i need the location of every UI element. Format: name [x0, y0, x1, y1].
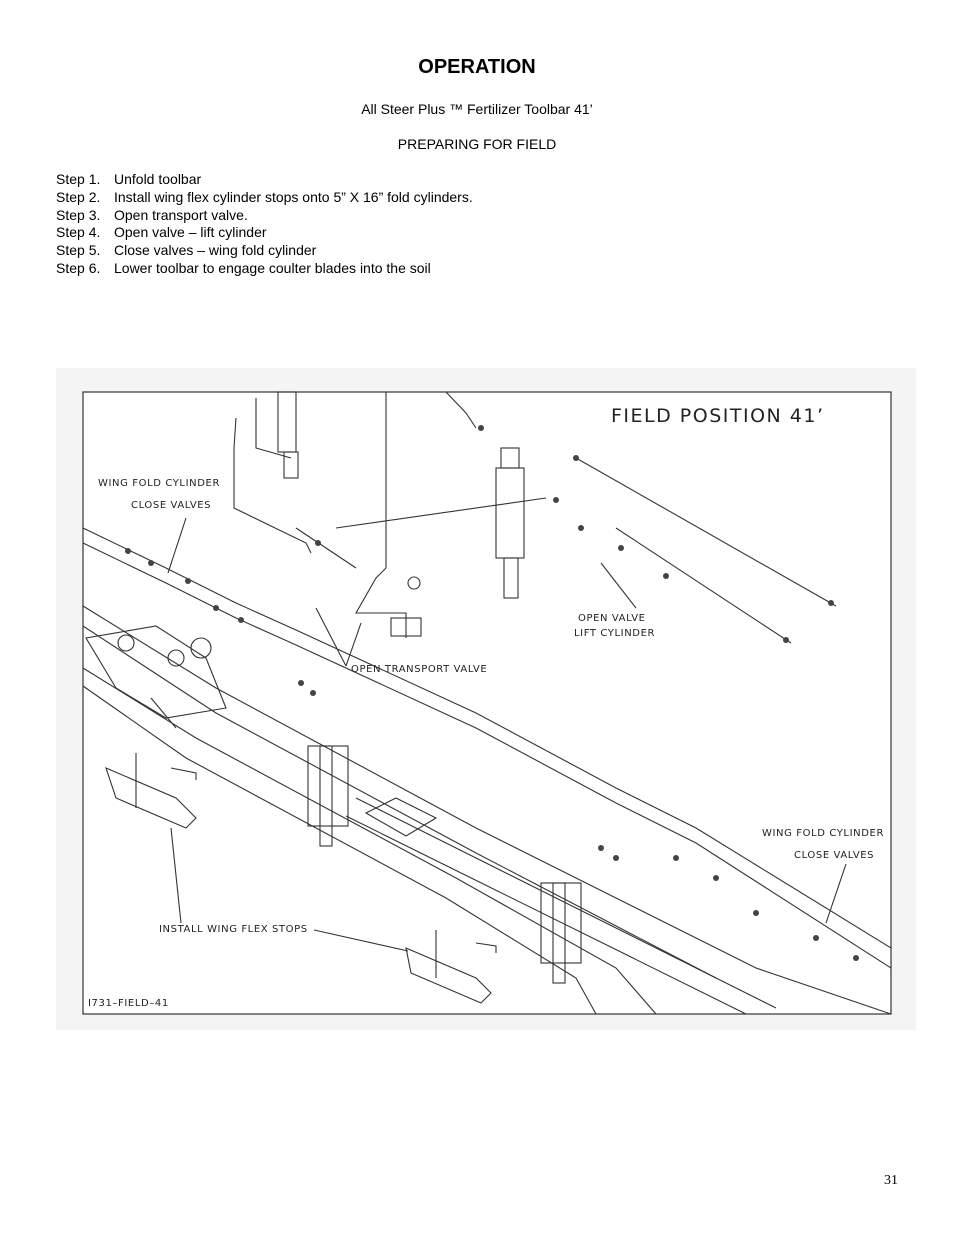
stop-clip — [475, 942, 497, 953]
transport-valve-body — [390, 617, 422, 637]
clamp-bolt-bar — [319, 745, 333, 847]
page-number: 31 — [884, 1173, 898, 1188]
label-install-wing-flex-stops: INSTALL WING FLEX STOPS — [159, 924, 308, 935]
step-item: Step 1. Unfold toolbar — [56, 171, 473, 189]
field-position-figure: FIELD POSITION 41’ WING FOLD CYLINDER CL… — [56, 368, 916, 1030]
leader-line — [600, 562, 637, 609]
hydraulic-hose-line — [335, 497, 547, 529]
leader-line — [825, 863, 847, 924]
step-item: Step 4. Open valve – lift cylinder — [56, 224, 473, 242]
page-title: OPERATION — [418, 56, 536, 78]
hydraulic-hose-line — [233, 417, 312, 554]
transport-valve-mount — [355, 567, 407, 638]
label-lift-cylinder: LIFT CYLINDER — [574, 628, 655, 639]
pivot-pin — [117, 634, 135, 652]
hydraulic-hose-line — [615, 527, 792, 644]
step-item: Step 6. Lower toolbar to engage coulter b… — [56, 260, 473, 278]
toolbar-tube-center-lower — [345, 815, 747, 1015]
drawing-id: I731–FIELD–41 — [88, 998, 169, 1009]
leader-line — [315, 607, 347, 667]
figure-heading: FIELD POSITION 41’ — [611, 405, 825, 427]
step-number: Step 1. — [56, 171, 101, 187]
leader-line — [167, 517, 187, 574]
pivot-pin — [190, 637, 212, 659]
label-wing-fold-cylinder-right: WING FOLD CYLINDER — [762, 828, 884, 839]
hitch-bracket — [85, 625, 227, 719]
toolbar-beam-rear — [82, 667, 657, 1015]
leader-line — [313, 929, 409, 952]
hydraulic-hose-line — [255, 398, 292, 459]
document-subtitle: All Steer Plus ™ Fertilizer Toolbar 41’ — [361, 101, 593, 117]
toolbar-beam-front — [82, 605, 892, 1015]
stop-clip — [170, 767, 197, 780]
step-number: Step 5. — [56, 242, 101, 259]
hydraulic-hose-line — [295, 527, 357, 569]
step-number: Step 2. — [56, 188, 101, 205]
step-text: Open transport valve. — [114, 206, 248, 223]
step-number: Step 3. — [56, 206, 101, 223]
hydraulic-hose-line — [445, 391, 477, 429]
step-item: Step 3. Open transport valve. — [56, 207, 473, 225]
lift-cylinder-clevis — [283, 451, 299, 479]
label-wing-fold-cylinder-top: WING FOLD CYLINDER — [98, 478, 220, 489]
step-number: Step 4. — [56, 224, 101, 241]
hydraulic-hose-line — [82, 527, 892, 949]
lift-cylinder-center-rod — [503, 557, 519, 599]
wing-flex-stop — [405, 947, 492, 1004]
toolbar-tube-center — [355, 797, 777, 1009]
valve-handle — [407, 576, 421, 590]
pivot-pin — [167, 649, 185, 667]
frame-opening — [364, 797, 438, 837]
leader-line — [345, 622, 362, 667]
step-item: Step 5. Close valves – wing fold cylinder — [56, 242, 473, 260]
step-number: Step 6. — [56, 259, 101, 276]
toolbar-beam-rear-lower — [82, 685, 597, 1015]
step-text: Open valve – lift cylinder — [114, 224, 267, 241]
toolbar-beam-front-lower — [82, 625, 717, 979]
hitch-arm — [150, 697, 177, 729]
section-heading: PREPARING FOR FIELD — [397, 136, 557, 152]
leader-line — [170, 827, 182, 924]
step-text: Install wing flex cylinder stops onto 5”… — [114, 188, 473, 205]
label-open-valve: OPEN VALVE — [578, 613, 646, 624]
hydraulic-hose-line — [575, 457, 837, 607]
hydraulic-hose-line — [82, 542, 892, 969]
hose-fittings — [125, 425, 859, 961]
label-close-valves-right: CLOSE VALVES — [794, 850, 874, 861]
steps-list: Step 1. Unfold toolbar Step 2. Install win… — [56, 171, 473, 278]
wing-flex-stop — [105, 767, 197, 829]
clamp-bolt-bar — [552, 882, 566, 984]
step-text: Lower toolbar to engage coulter blades i… — [114, 259, 431, 276]
step-text: Unfold toolbar — [114, 171, 202, 187]
label-close-valves-top: CLOSE VALVES — [131, 500, 211, 511]
step-text: Close valves – wing fold cylinder — [114, 242, 317, 259]
label-open-transport-valve: OPEN TRANSPORT VALVE — [351, 664, 487, 675]
toolbar-technical-drawing: FIELD POSITION 41’ WING FOLD CYLINDER CL… — [82, 391, 892, 1015]
step-item: Step 2. Install wing flex cylinder stops … — [56, 189, 473, 207]
